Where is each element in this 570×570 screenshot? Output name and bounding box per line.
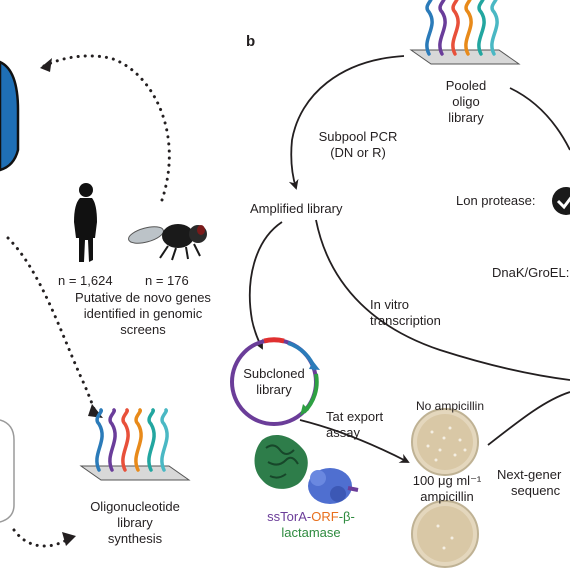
dotted-arrow-tube-to-synthesis (6, 236, 98, 416)
synthesis-caption-line-3: synthesis (107, 531, 163, 546)
arrow-pooled-to-right (509, 87, 570, 151)
ngs-line-1: Next-gener (497, 467, 562, 482)
in-vitro-transcription-label: In vitro transcription (370, 297, 441, 329)
protein-structure-icon (254, 434, 359, 504)
tat-line-2: assay (326, 425, 360, 440)
oligo-strand (451, 0, 460, 56)
pooled-line-3: library (448, 110, 484, 125)
dotted-arrow-frame-to-synthesis (12, 528, 72, 548)
genes-caption: Putative de novo genes identified in gen… (50, 290, 236, 338)
synthesis-caption-line-1: Oligonucleotide (90, 499, 180, 514)
panel-label: b (246, 33, 256, 50)
human-gene-count: n = 1,624 (58, 273, 113, 288)
oligo-strand (490, 0, 499, 56)
construct-label: ssTorA-ORF-β- lactamase (256, 509, 366, 541)
arrow-plate-to-ngs (487, 391, 570, 446)
petri-dish-no-ampicillin (411, 408, 479, 476)
ampicillin-word: ampicillin (420, 489, 474, 504)
oligo-strand (160, 408, 169, 472)
blue-tube-icon (0, 60, 20, 172)
tat-line-1: Tat export (326, 409, 384, 424)
construct-line-1: ssTorA-ORF-β- (256, 509, 366, 525)
ampicillin-dose: 100 μg ml⁻¹ (412, 473, 482, 488)
tat-export-label: Tat export assay (326, 409, 383, 441)
construct-orf: ORF (311, 509, 339, 524)
arrow-in-vitro-transcription (315, 219, 570, 381)
dotted-arrowhead-bottom (62, 532, 76, 546)
sample-frame (0, 419, 15, 523)
construct-lactamase: lactamase (281, 525, 341, 540)
construct-sstora: ssTorA- (267, 509, 312, 524)
arrow-tat-export (299, 419, 410, 463)
subcloned-library-label: Subcloned library (236, 366, 312, 398)
construct-beta: -β- (338, 509, 355, 524)
subcloned-line-1: Subcloned (243, 366, 305, 381)
petri-dish-ampicillin (411, 500, 479, 568)
oligo-strand (95, 408, 104, 472)
oligo-strand (464, 0, 473, 56)
oligo-strand (438, 0, 447, 56)
ampicillin-dose-label: 100 μg ml⁻¹ ampicillin (412, 473, 482, 505)
dotted-arrow-fly-to-tube (38, 54, 171, 202)
oligo-strand (134, 408, 143, 472)
subcloned-line-2: library (256, 382, 292, 397)
oligo-strand (121, 408, 130, 472)
fly-icon (128, 224, 207, 261)
amplified-library-label: Amplified library (250, 201, 343, 216)
synthesis-caption: Oligonucleotide library synthesis (80, 499, 190, 547)
in-vitro-line-1: In vitro (370, 297, 410, 312)
oligo-strand (425, 0, 434, 56)
no-ampicillin-label: No ampicillin (416, 399, 485, 413)
oligo-strand (147, 408, 156, 472)
subpool-pcr-label: Subpool PCR (DN or R) (312, 129, 404, 161)
ngs-line-2: sequenc (511, 483, 561, 498)
pooled-line-1: Pooled (445, 78, 487, 93)
synthesis-caption-line-2: library (117, 515, 153, 530)
genes-caption-line-1: Putative de novo genes (75, 290, 211, 305)
subpool-line-1: Subpool PCR (318, 129, 398, 144)
pooled-library-label: Pooled oligo library (428, 78, 504, 126)
dotted-arrowhead-top (40, 58, 52, 72)
arrow-pooled-to-amplified (288, 55, 405, 190)
genes-caption-line-3: screens (120, 322, 166, 337)
human-icon (74, 183, 97, 262)
oligo-strand (477, 0, 486, 56)
synthesis-plate-icon (79, 408, 191, 481)
plasmid-icon (230, 337, 320, 426)
genes-caption-line-2: identified in genomic (83, 306, 203, 321)
checkmark-icon (552, 187, 570, 215)
ngs-label: Next-gener sequenc (497, 467, 561, 499)
subpool-line-2: (DN or R) (330, 145, 386, 160)
pooled-line-2: oligo (452, 94, 480, 109)
arrow-amplified-to-subcloned (248, 221, 283, 350)
lon-protease-label: Lon protease: (456, 193, 536, 208)
pooled-plate-icon (409, 0, 521, 65)
dnak-groel-label: DnaK/GroEL: (492, 265, 570, 280)
fly-gene-count: n = 176 (145, 273, 189, 288)
in-vitro-line-2: transcription (370, 313, 441, 328)
oligo-strand (108, 408, 117, 472)
